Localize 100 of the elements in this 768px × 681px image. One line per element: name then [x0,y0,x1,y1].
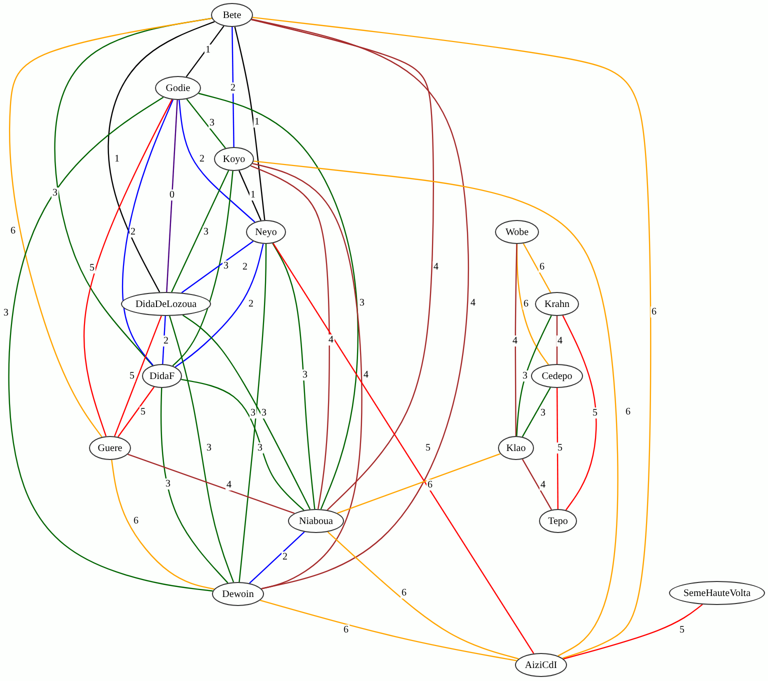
connector-line [162,316,166,364]
connector-line [250,165,330,510]
edge-label: 1 [250,190,256,200]
edge-label: 0 [168,190,176,200]
connector-line [232,26,234,148]
edge-label: 3 [522,370,528,382]
connector-line [252,18,470,590]
connector-line [238,170,262,221]
edge-label: 6 [342,624,350,636]
edge-label: 2 [230,82,236,94]
connector-line [171,170,230,292]
node-ellipse: Godie [155,76,201,100]
connector-line [252,162,362,590]
edge-label: 3 [260,408,268,418]
edge-label: 2 [130,226,136,238]
connector-line [238,244,267,582]
connector-line [166,100,178,292]
connector-line [160,388,228,584]
edge-label: 4 [470,298,476,308]
edge-label: 3 [256,442,264,454]
connector-line [234,26,266,220]
connector-line [186,98,226,149]
connector-line [172,170,234,366]
node-ellipse: Wobe [495,220,539,244]
connector-line [122,99,174,366]
node-ellipse: DidaDeLozoua [121,292,211,316]
edge-label: 1 [204,44,212,56]
node-ellipse: AiziCdI [515,653,567,677]
connector-line [522,243,552,293]
connector-line [169,316,234,582]
connector-line [181,240,254,294]
edge-label: 5 [88,262,96,274]
edge-label: 3 [206,442,212,454]
edge-label: 6 [400,588,408,598]
edge-label: 5 [424,442,432,454]
edge-label: 6 [650,306,658,318]
edge-label: 5 [140,406,146,418]
edge-label: 3 [208,118,216,128]
connector-line [118,386,155,438]
node-ellipse: Koyo [214,147,254,171]
node-ellipse: DidaF [142,364,182,388]
node-ellipse: Cedepo [531,364,583,388]
edge-label: 5 [128,370,136,382]
connector-line [251,19,434,510]
connector-line [114,316,162,436]
connector-line [252,16,652,659]
edge-label: 4 [540,480,546,490]
connector-line [260,600,517,662]
connector-line [198,92,358,510]
connector-line [111,460,214,590]
edge-label: 1 [254,116,260,128]
edge-label: 5 [678,624,686,636]
connector-line [9,18,212,438]
edge-label: 6 [522,298,530,310]
connector-line [181,378,304,511]
edge-label: 1 [114,154,120,164]
connector-line [563,604,703,660]
connector-line [522,458,552,510]
connector-line [556,316,558,364]
edge-label: 3 [302,370,308,380]
edge-label: 6 [10,226,16,236]
edge-label: 5 [556,442,564,454]
edge-label: 6 [426,480,434,490]
connector-line [272,243,316,510]
edge-label: 2 [198,154,206,164]
edge-label: 3 [250,408,256,418]
edge-label: 4 [362,370,370,380]
connector-line [128,454,295,514]
node-ellipse: Neyo [246,220,286,244]
edge-label: 6 [132,516,140,526]
connector-line [562,315,597,510]
edge-label: 4 [556,336,564,346]
connector-line [556,388,559,509]
connector-line [186,26,224,78]
edge-label: 3 [2,308,10,318]
connector-line [516,315,552,436]
edge-label: 6 [538,262,546,272]
connector-line [8,96,213,592]
connector-line [174,244,264,368]
connector-line [83,99,173,436]
edge-label: 3 [52,188,58,198]
edge-label: 3 [358,298,366,308]
edge-label: 2 [242,262,248,272]
edge-label: 4 [226,480,232,490]
edge-label: 5 [592,408,598,418]
connector-line [522,387,551,438]
node-ellipse: Krahn [535,292,579,316]
node-ellipse: SemeHauteVolta [669,581,765,605]
node-ellipse: Klao [498,436,534,460]
edge-label: 2 [282,552,288,562]
connector-line [254,160,618,656]
edge-label: 3 [222,260,230,272]
node-ellipse: Dewoin [212,582,264,606]
edge-label: 3 [540,408,546,418]
node-ellipse: Niaboua [288,509,344,533]
edge-label: 4 [432,262,440,272]
edge-label: 3 [164,478,172,490]
connector-line [182,314,311,510]
connector-line [249,531,305,584]
edge-label: 4 [328,334,334,346]
